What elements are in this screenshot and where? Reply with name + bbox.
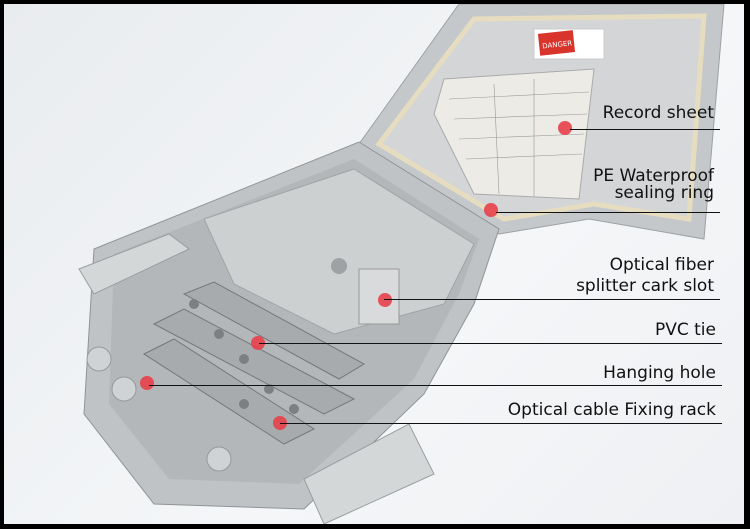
left-fin <box>78 233 190 295</box>
danger-text: DANGER <box>542 39 573 50</box>
leader-line <box>384 299 720 300</box>
cable-fixing-rack <box>142 281 366 445</box>
marker-record-sheet <box>558 121 572 135</box>
leader-line <box>259 343 722 344</box>
record-grid <box>448 79 590 196</box>
label-line: splitter cark slot <box>576 276 714 296</box>
label-record-sheet: Record sheet <box>602 103 714 123</box>
label-pvc-tie: PVC tie <box>654 320 716 340</box>
label-hanging-hole: Hanging hole <box>603 363 716 383</box>
marker-splitter-slot <box>378 293 392 307</box>
marker-sealing-ring <box>484 203 498 217</box>
label-splitter-slot: Optical fiber splitter cark slot <box>576 255 714 297</box>
label-sealing-ring: PE Waterproof sealing ring <box>593 168 714 202</box>
cable-glands <box>86 346 232 472</box>
label-cable-fixing-rack: Optical cable Fixing rack <box>507 400 716 420</box>
screws <box>189 299 299 414</box>
label-line: sealing ring <box>614 183 714 203</box>
leader-line <box>496 212 720 213</box>
leader-line <box>280 423 722 424</box>
leader-line <box>570 129 720 130</box>
leader-line <box>149 385 722 386</box>
bottom-fin <box>303 423 435 524</box>
marker-pvc-tie <box>251 336 265 350</box>
product-image: DANGER Record sheet PE Waterproof sealin… <box>4 4 744 524</box>
marker-hanging-hole <box>140 376 154 390</box>
label-line: PE Waterproof <box>593 166 714 186</box>
label-line: Optical fiber <box>609 255 714 275</box>
record-sheet <box>433 68 595 200</box>
splice-tray <box>203 168 475 335</box>
distribution-box-photo: DANGER <box>78 4 725 524</box>
